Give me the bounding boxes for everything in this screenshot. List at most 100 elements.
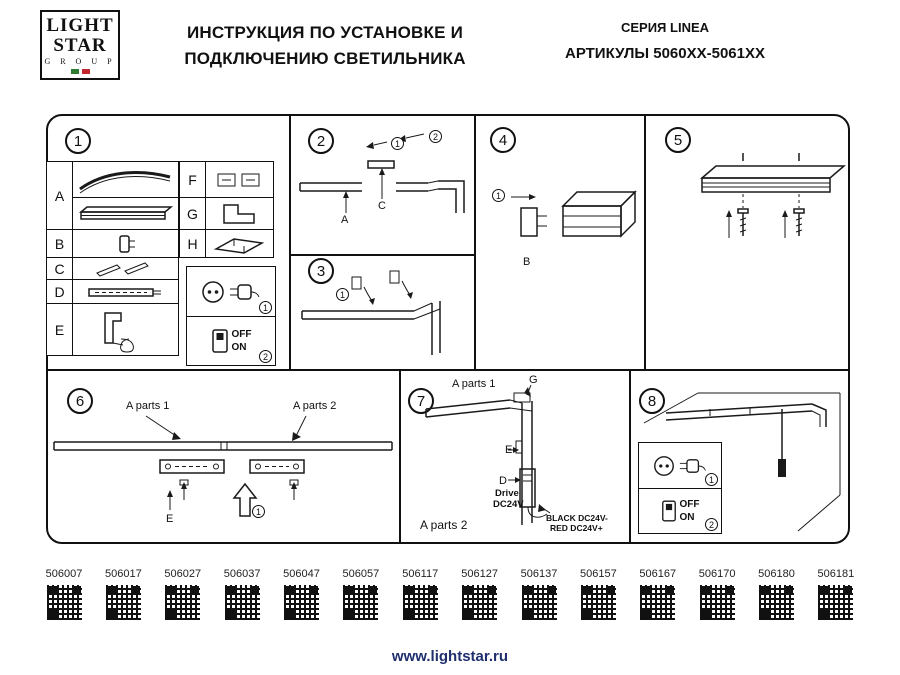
qr-code (402, 585, 438, 620)
logo-flag-red (81, 68, 90, 74)
panel2-label-a: A (341, 214, 349, 226)
part-h-cell (205, 229, 274, 258)
series-name: СЕРИЯ LINEA (620, 20, 710, 35)
part-f-cell (205, 161, 274, 198)
part-letter-f: F (179, 161, 206, 198)
curved-track-icon (79, 170, 171, 193)
article-item: 506007 (38, 568, 90, 620)
logo-word-group: G R O U P (44, 56, 116, 66)
part-letter-b: B (46, 229, 73, 258)
panel-2-diagram (299, 133, 465, 213)
step-1-badge-8: 1 (705, 473, 718, 486)
step-2-badge: 2 (259, 350, 272, 363)
panel6-label-e: E (166, 513, 174, 525)
part-letter-d: D (46, 279, 73, 304)
article-code: 506047 (283, 568, 320, 580)
divider (399, 371, 401, 544)
panel7-label-e: E (505, 444, 513, 456)
joint-connector-icon (88, 287, 161, 297)
divider (629, 371, 631, 544)
switch-on-step-8: OFF ON 2 (639, 488, 721, 533)
corner-3d-icon (213, 237, 265, 254)
lightstar-logo: LIGHT STAR G R O U P (40, 10, 120, 80)
panel-8-number: 8 (639, 388, 665, 414)
panel-5-diagram (699, 153, 847, 238)
article-item: 506027 (157, 568, 209, 620)
qr-code (521, 585, 557, 620)
panel-5-number: 5 (665, 127, 691, 153)
articles-range: АРТИКУЛЫ 5060XX-5061XX (564, 45, 765, 62)
panel2-label-c: C (378, 200, 386, 212)
part-a-straight-cell (72, 197, 179, 230)
end-feed-wire-icon (104, 311, 134, 353)
article-item: 506057 (335, 568, 387, 620)
article-code: 506037 (223, 568, 261, 580)
panel-1-number: 1 (65, 128, 91, 154)
title-line-2: ПОДКЛЮЧЕНИЮ СВЕТИЛЬНИКА (184, 48, 466, 68)
plug-in-step-8: 1 (639, 443, 721, 488)
panel-2-number: 2 (308, 128, 334, 154)
qr-code (105, 585, 141, 620)
qr-code (580, 585, 616, 620)
power-instructions-box: 1 OFF ON 2 (186, 266, 276, 366)
article-code: 506180 (758, 568, 795, 580)
parts-table-left: A B (46, 161, 179, 356)
panel6-a-parts-2: A parts 2 (293, 400, 337, 412)
panel7-drive-line1: Drive (495, 488, 519, 499)
panel6-a-parts-1: A parts 1 (126, 400, 170, 412)
panel-6-number: 6 (67, 388, 93, 414)
part-e-cell (72, 303, 179, 356)
socket-icon (653, 455, 674, 476)
logo-flag-green (70, 68, 79, 74)
panel-8-diagram (643, 392, 841, 532)
panel-7-number: 7 (408, 388, 434, 414)
panel6-step-1-badge: 1 (252, 505, 265, 518)
logo-flags (70, 68, 90, 74)
on-label: ON (231, 342, 247, 353)
qr-code (284, 585, 319, 620)
qr-code (818, 585, 854, 620)
qr-code (640, 585, 676, 620)
part-c-cell (72, 257, 179, 280)
article-item: 506167 (632, 568, 684, 620)
panel-3-number: 3 (308, 258, 334, 284)
part-letter-e: E (46, 303, 73, 356)
divider (289, 116, 291, 371)
parts-table-right: F G H (179, 161, 274, 258)
corner-joiner-icon (223, 203, 255, 224)
step-2-badge-8: 2 (705, 518, 718, 531)
qr-code (699, 585, 735, 620)
page-title: ИНСТРУКЦИЯ ПО УСТАНОВКЕ И ПОДКЛЮЧЕНИЮ СВ… (130, 20, 520, 71)
panel-7-diagram (425, 384, 551, 525)
qr-code (165, 585, 201, 620)
divider (474, 116, 476, 371)
article-item: 506037 (216, 568, 268, 620)
panel4-label-b: B (523, 256, 531, 268)
qr-code (462, 585, 498, 620)
article-code: 506007 (45, 568, 83, 580)
switch-icon (211, 329, 228, 353)
off-label: OFF (231, 329, 252, 340)
series-block: СЕРИЯ LINEA АРТИКУЛЫ 5060XX-5061XX (520, 20, 810, 62)
panel7-wire-red: RED DC24V+ (550, 523, 603, 533)
plug-in-step: 1 (187, 267, 275, 316)
straight-joiner-icon (217, 173, 260, 186)
article-item: 506170 (691, 568, 743, 620)
panel-4-number: 4 (490, 127, 516, 153)
article-code: 506117 (402, 568, 439, 580)
divider (644, 116, 646, 371)
article-code: 506057 (342, 568, 380, 580)
panel7-a-parts-1: A parts 1 (452, 378, 496, 390)
panel-4-diagram (511, 190, 637, 238)
power-instructions-box-8: 1 OFF ON 2 (638, 442, 722, 534)
qr-code (759, 585, 794, 620)
panel-6-diagram (53, 415, 393, 517)
qr-code (46, 585, 82, 620)
part-letter-c: C (46, 257, 73, 280)
step-1-badge: 1 (259, 301, 272, 314)
article-item: 506127 (454, 568, 506, 620)
off-label-8: OFF (679, 499, 700, 510)
article-item: 506181 (810, 568, 862, 620)
articles-row: 506007 506017 506027 506037 506047 50605… (38, 568, 862, 620)
article-item: 506157 (572, 568, 624, 620)
